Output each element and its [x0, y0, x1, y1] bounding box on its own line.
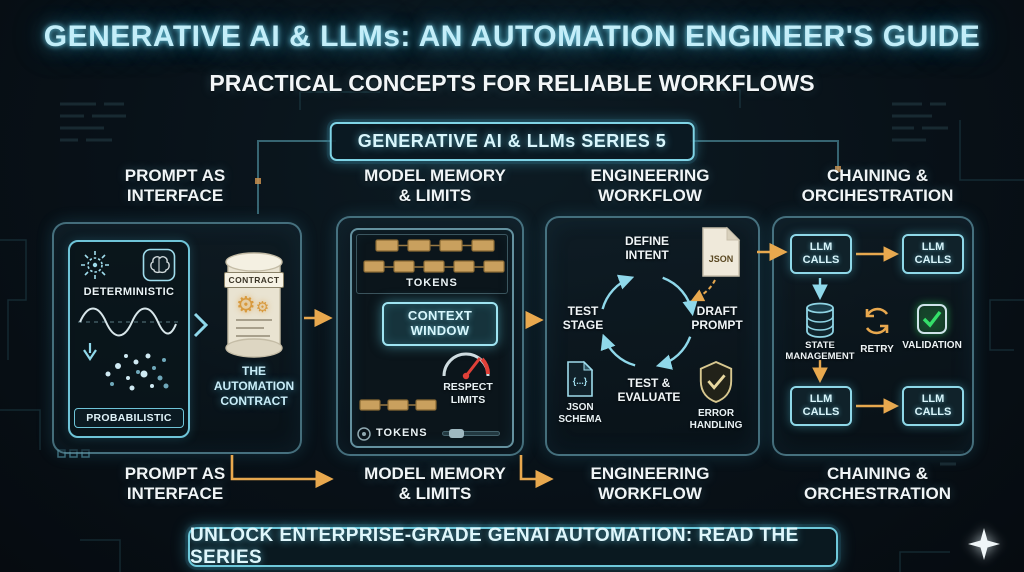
llm-calls-box-top-left: LLM CALLS [790, 234, 852, 274]
brain-chip-icon [142, 248, 176, 282]
test-evaluate-label: TEST & EVALUATE [617, 376, 681, 405]
sparkle-icon [968, 528, 1000, 560]
respect-limits-label: RESPECT LIMITS [443, 381, 493, 406]
arrow-down-icon [83, 343, 97, 361]
panel-chaining-orchestration: LLM CALLS LLM CALLS STATE MANAGEMENT RET… [772, 216, 974, 456]
retry-icon [865, 307, 889, 335]
page-subtitle: PRACTICAL CONCEPTS FOR RELIABLE WORKFLOW… [209, 70, 815, 96]
error-handling-shield-icon [699, 361, 733, 403]
lens-icon [357, 427, 371, 441]
draft-prompt-label: DRAFT PROMPT [691, 304, 743, 333]
gears-icon: ⚙⚙ [236, 292, 270, 317]
sun-icon [81, 251, 109, 279]
contract-tag-label: CONTRACT [224, 272, 284, 288]
llm-calls-box-bottom-left: LLM CALLS [790, 386, 852, 426]
limit-gauge-icon [442, 352, 490, 380]
series-badge: GENERATIVE AI & LLMs SERIES 5 [329, 122, 695, 161]
json-schema-glyph: {...} [572, 376, 588, 386]
validation-label: VALIDATION [902, 340, 962, 351]
screen-slider[interactable] [442, 429, 500, 438]
define-intent-label: DEFINE INTENT [624, 234, 669, 263]
state-management-label: STATE MANAGEMENT [785, 340, 855, 363]
tokens-top-label: TOKENS [406, 277, 458, 289]
retry-label: RETRY [860, 344, 894, 355]
tokens-top-icon [363, 239, 505, 273]
column-label-bottom-workflow: ENGINEERING WORKFLOW [590, 464, 710, 504]
json-schema-label: JSON SCHEMA [558, 402, 602, 425]
automation-contract-caption: THE AUTOMATION CONTRACT [213, 364, 295, 408]
slider-thumb[interactable] [449, 429, 464, 438]
tokens-bottom-label: TOKENS [376, 427, 428, 439]
json-file-label: JSON [708, 254, 734, 264]
sine-wave-graph [78, 307, 178, 337]
panel-engineering-workflow: DEFINE INTENT JSON DRAFT PROMPT TEST STA… [545, 216, 760, 456]
cta-banner: UNLOCK ENTERPRISE-GRADE GENAI AUTOMATION… [188, 525, 838, 568]
test-stage-label: TEST STAGE [562, 304, 604, 333]
token-frame [356, 234, 508, 294]
column-label-bottom-memory: MODEL MEMORY & LIMITS [364, 464, 506, 504]
panel-prompt-as-interface: DETERMINISTIC PROBABILISTIC [52, 222, 302, 454]
panel-model-memory-limits: TOKENS CONTEXT WINDOW RESPECT LIMITS TOK… [336, 216, 524, 456]
state-database-icon [806, 302, 834, 338]
probabilistic-label: PROBABILISTIC [74, 408, 184, 428]
validation-check-icon [917, 304, 947, 334]
column-label-top-prompt: PROMPT AS INTERFACE [124, 166, 226, 206]
column-label-top-memory: MODEL MEMORY & LIMITS [364, 166, 506, 206]
chevron-right-icon [193, 312, 209, 338]
column-label-top-chaining: CHAINING & ORCIHESTRATION [801, 166, 954, 206]
llm-calls-box-top-right: LLM CALLS [902, 234, 964, 274]
json-file-icon [702, 226, 741, 277]
column-label-bottom-chaining: CHAINING & ORCHESTRATION [803, 464, 951, 504]
page-title: GENERATIVE AI & LLMs: AN AUTOMATION ENGI… [43, 20, 981, 53]
column-label-top-workflow: ENGINEERING WORKFLOW [590, 166, 710, 206]
column-label-bottom-prompt: PROMPT AS INTERFACE [124, 464, 226, 504]
deterministic-label: DETERMINISTIC [83, 286, 175, 298]
error-handling-label: ERROR HANDLING [689, 408, 743, 431]
probabilistic-dots-icon [105, 353, 169, 391]
tokens-bottom-icon [359, 399, 437, 411]
llm-calls-box-bottom-right: LLM CALLS [902, 386, 964, 426]
json-schema-icon [567, 360, 594, 397]
context-window-box: CONTEXT WINDOW [382, 302, 498, 346]
